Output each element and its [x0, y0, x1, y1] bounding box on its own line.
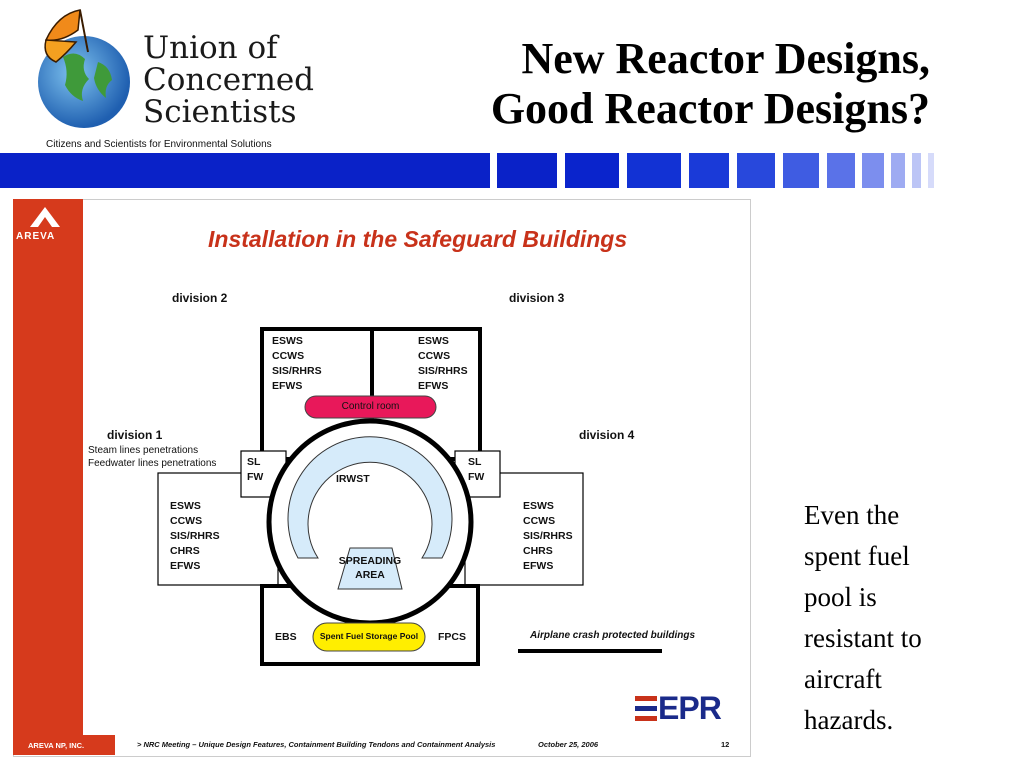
sl-fw-right-label: SL FW — [468, 456, 485, 483]
division-3-systems: ESWS CCWS SIS/RHRS EFWS — [418, 335, 468, 392]
spent-fuel-pool — [312, 622, 426, 652]
feedwater-penetrations-label: Feedwater lines penetrations — [88, 458, 217, 469]
spreading-area — [337, 547, 403, 590]
side-caption: Even the spent fuel pool is resistant to… — [804, 500, 922, 735]
diagram-title: Installation in the Safeguard Buildings — [208, 226, 628, 252]
division-3-label: division 3 — [509, 291, 565, 305]
division-4-systems: ESWS CCWS SIS/RHRS CHRS EFWS — [523, 500, 573, 572]
band-square — [862, 153, 884, 188]
division-1-systems: ESWS CCWS SIS/RHRS CHRS EFWS — [170, 500, 220, 572]
footer-meeting: > NRC Meeting – Unique Design Features, … — [137, 740, 496, 749]
slide-title-line1: New Reactor Designs, — [521, 34, 930, 83]
spent-fuel-pool-label: Spent Fuel Storage Pool — [319, 631, 419, 641]
areva-red-strip — [13, 199, 83, 755]
steam-penetrations-label: Steam lines penetrations — [88, 445, 199, 456]
ucs-logo — [18, 2, 133, 142]
areva-logo-icon — [30, 207, 60, 232]
epr-logo: EPR — [658, 690, 722, 726]
page-number: 12 — [721, 740, 730, 749]
band-square — [783, 153, 819, 188]
areva-logo-text: AREVA — [16, 231, 56, 242]
band-square — [912, 153, 921, 188]
band-square — [497, 153, 557, 188]
footer-company: AREVA NP, INC. — [28, 741, 85, 750]
slide-footer-white — [115, 735, 749, 755]
fpcs-label: FPCS — [438, 631, 467, 643]
division-2-systems: ESWS CCWS SIS/RHRS EFWS — [272, 335, 322, 392]
org-tagline: Citizens and Scientists for Environmenta… — [46, 139, 272, 150]
control-room-label: Control room — [341, 401, 400, 412]
slide-title-line2: Good Reactor Designs? — [490, 84, 930, 133]
division-2-label: division 2 — [172, 291, 228, 305]
band-square — [891, 153, 905, 188]
division-1-label: division 1 — [107, 428, 163, 442]
org-name-line3: Scientists — [143, 94, 297, 130]
footer-date: October 25, 2006 — [538, 740, 599, 749]
band-square — [689, 153, 729, 188]
org-name-line1: Union of — [143, 30, 278, 66]
legend-label: Airplane crash protected buildings — [530, 630, 696, 641]
control-room — [304, 395, 437, 419]
sl-fw-left-label: SL FW — [247, 456, 264, 483]
band-square — [737, 153, 775, 188]
irwst-label: IRWST — [336, 473, 370, 485]
globe-butterfly-icon — [38, 9, 130, 128]
org-name-line2: Concerned — [143, 62, 315, 98]
band-square — [627, 153, 681, 188]
ebs-label: EBS — [275, 631, 297, 643]
division-4-label: division 4 — [579, 428, 635, 442]
band-square — [928, 153, 934, 188]
spreading-area-label: SPREADING AREA — [338, 555, 402, 581]
irwst-pool — [287, 436, 453, 559]
header-band — [0, 153, 490, 188]
band-square — [827, 153, 855, 188]
band-square — [565, 153, 619, 188]
